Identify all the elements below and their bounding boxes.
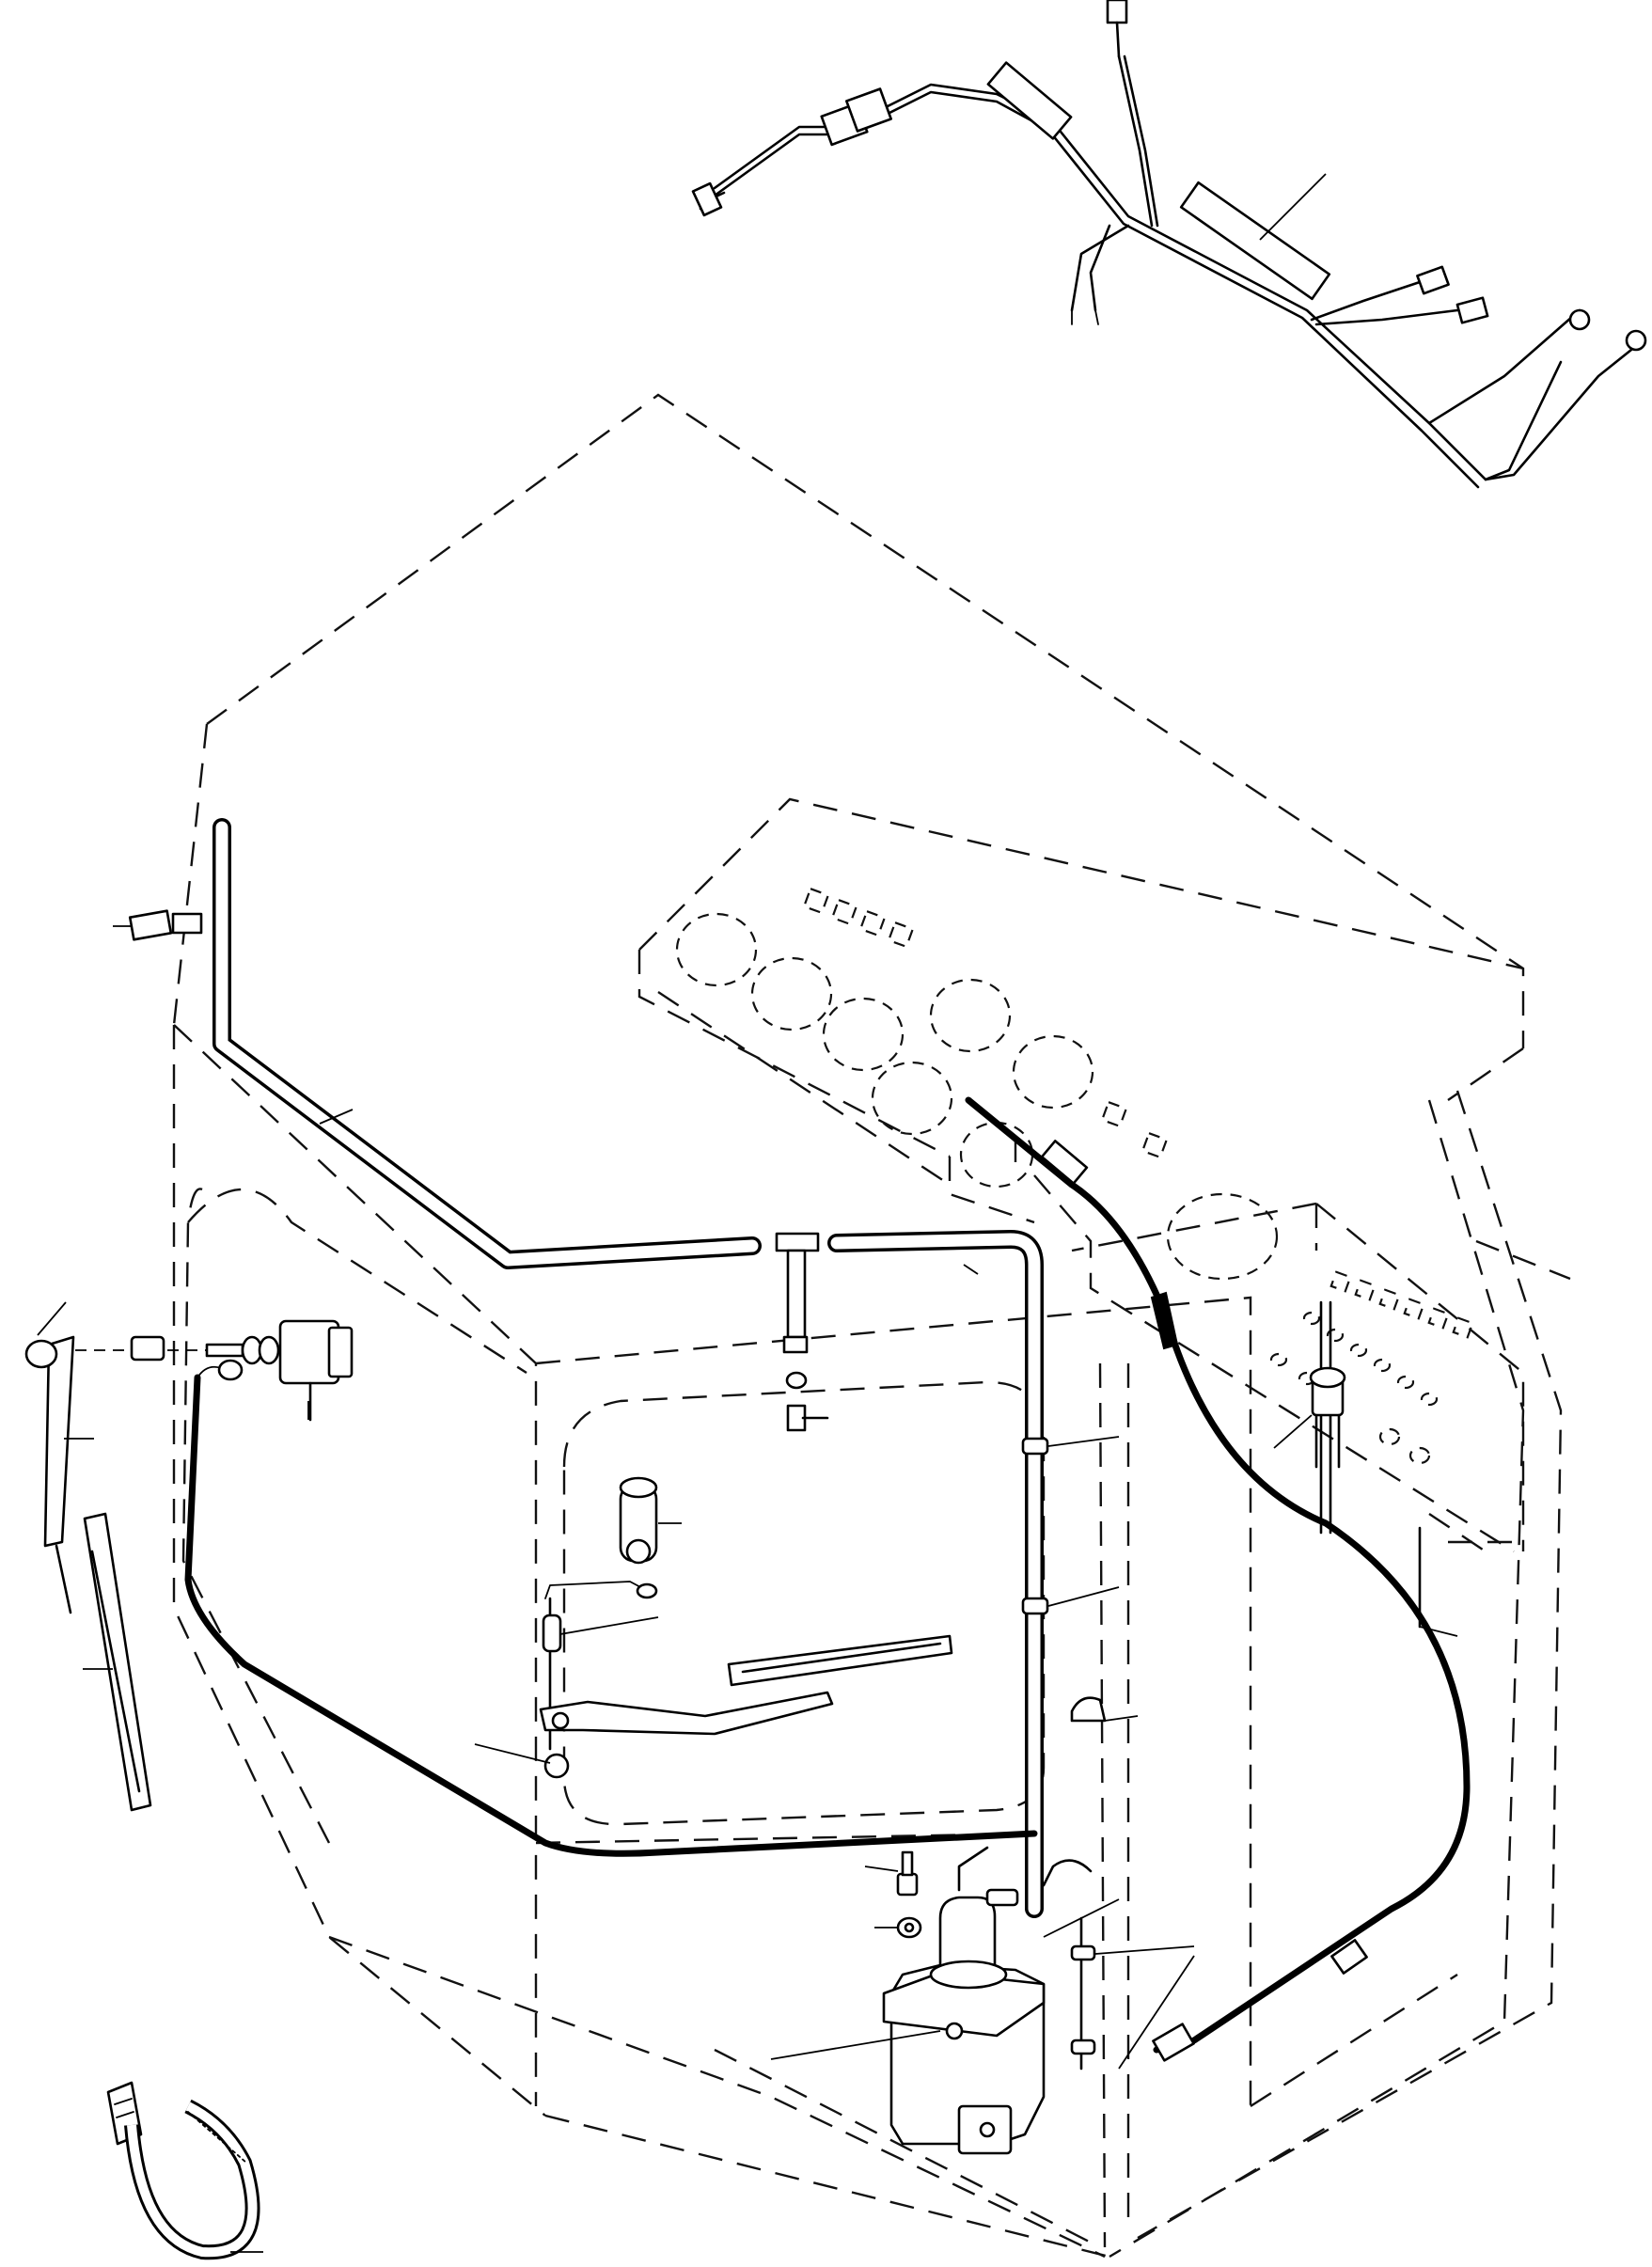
switch-icon <box>1273 1366 1346 1469</box>
inner-wiper-assembly <box>474 1476 953 1779</box>
washer-hose-icon <box>212 818 1044 1918</box>
hose-clip-icon <box>1021 1436 1139 1723</box>
cab-outline <box>172 393 1571 2259</box>
callout-leaders <box>319 173 1458 1637</box>
nozzle-icon <box>113 909 203 941</box>
wiper-blade-icon <box>83 1512 152 1812</box>
reservoir-tube <box>1043 1898 1195 2070</box>
washer-reservoir-icon <box>770 1846 1093 2155</box>
motor-cable <box>184 1359 1038 1857</box>
hose-clamp-icon <box>106 2081 263 2260</box>
switch-wire <box>965 1096 1471 2062</box>
wiper-motor-icon <box>75 1319 354 1422</box>
wiring-harness-icon <box>691 0 1647 489</box>
wiper-arm-icon <box>24 1301 94 1614</box>
